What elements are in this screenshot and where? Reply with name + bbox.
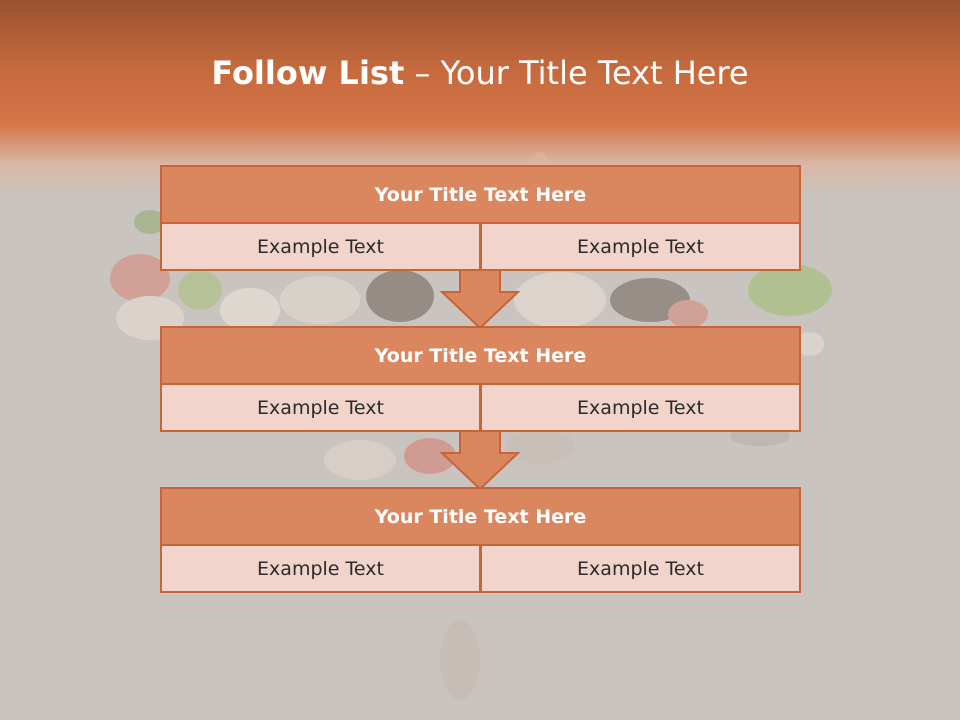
step-text-right: Example Text bbox=[480, 383, 801, 432]
slide-title-bold: Follow List bbox=[211, 54, 405, 92]
slide-title: Follow List – Your Title Text Here bbox=[0, 54, 960, 92]
step-text-left: Example Text bbox=[160, 222, 481, 271]
down-arrow-icon bbox=[439, 269, 521, 330]
down-arrow-icon bbox=[439, 430, 521, 491]
step-block-2: Your Title Text Here Example Text Exampl… bbox=[160, 326, 801, 432]
step-text-left: Example Text bbox=[160, 383, 481, 432]
step-text-right: Example Text bbox=[480, 544, 801, 593]
step-text-right: Example Text bbox=[480, 222, 801, 271]
step-title: Your Title Text Here bbox=[160, 487, 801, 546]
step-text-left: Example Text bbox=[160, 544, 481, 593]
step-block-3: Your Title Text Here Example Text Exampl… bbox=[160, 487, 801, 593]
slide-title-rest: – Your Title Text Here bbox=[404, 54, 749, 92]
step-title: Your Title Text Here bbox=[160, 165, 801, 224]
step-block-1: Your Title Text Here Example Text Exampl… bbox=[160, 165, 801, 271]
step-title: Your Title Text Here bbox=[160, 326, 801, 385]
